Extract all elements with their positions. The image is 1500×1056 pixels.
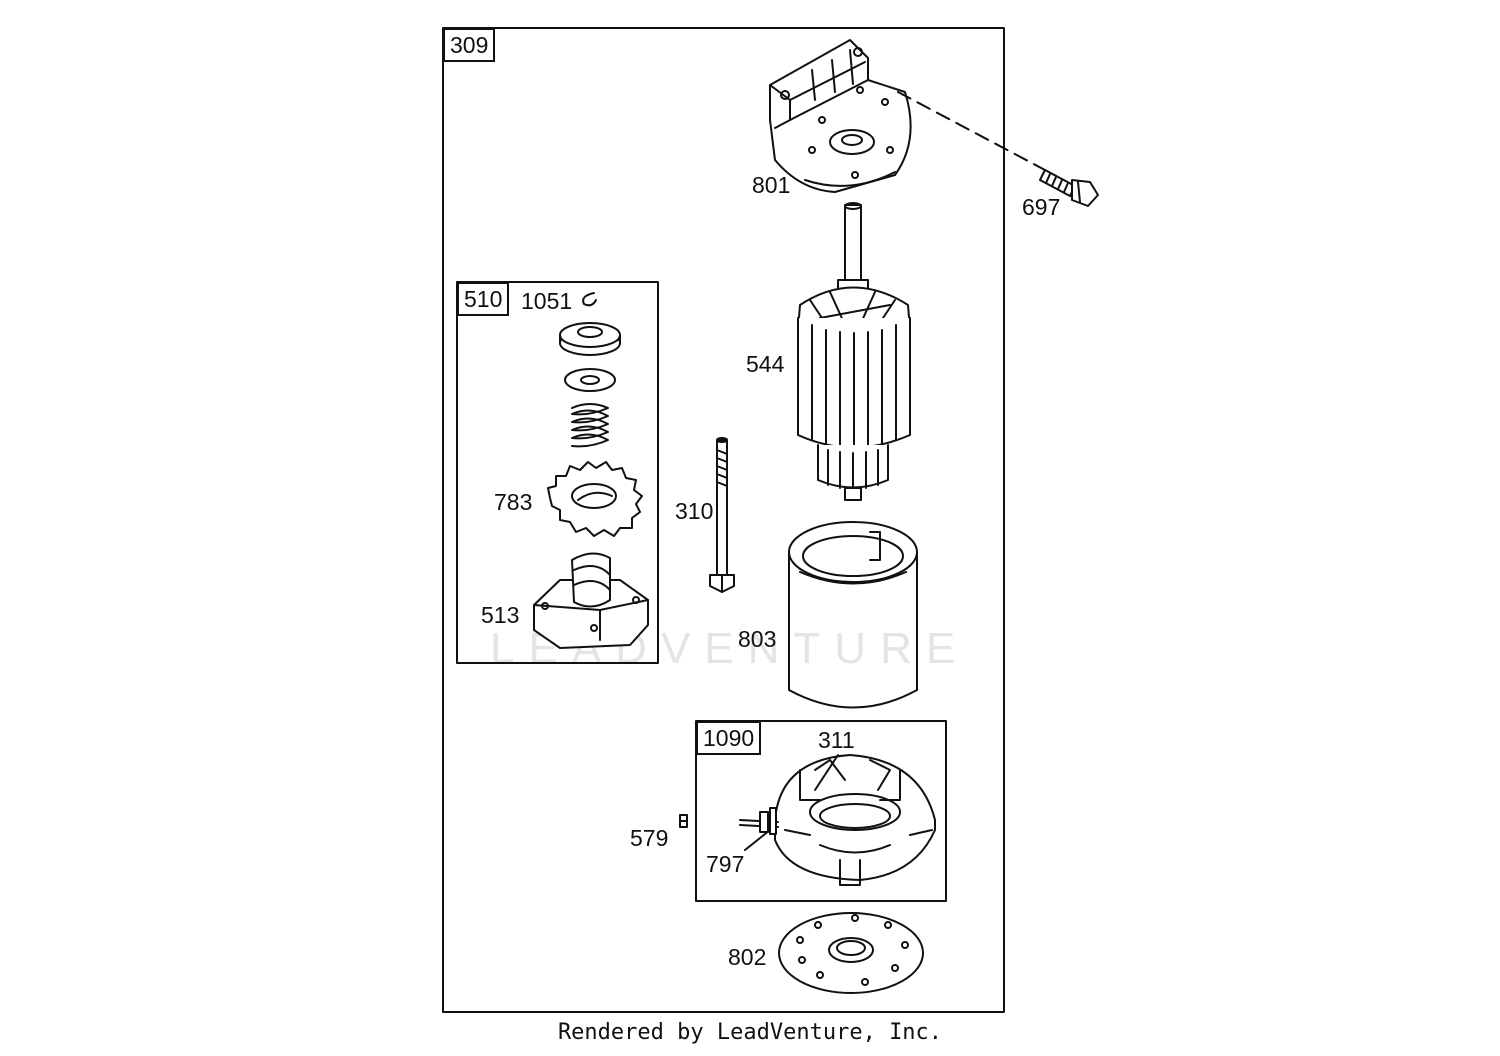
group-box-309 — [442, 27, 1005, 1013]
footer-credit: Rendered by LeadVenture, Inc. — [557, 1020, 943, 1045]
part-label-1051[interactable]: 1051 — [521, 288, 573, 314]
part-1051-clip — [582, 292, 597, 307]
part-label-579[interactable]: 579 — [630, 825, 669, 851]
part-802-end-cap — [778, 912, 924, 994]
part-1090-brush-plate — [774, 754, 936, 886]
part-label-802[interactable]: 802 — [728, 944, 767, 970]
part-label-697[interactable]: 697 — [1022, 194, 1061, 220]
part-803-housing — [788, 521, 918, 709]
part-retainer — [559, 322, 621, 356]
part-310-bolt — [709, 437, 735, 593]
group-label-1090: 1090 — [696, 721, 762, 755]
part-label-783[interactable]: 783 — [494, 489, 533, 515]
group-label-510: 510 — [457, 282, 510, 316]
part-697-screw — [897, 91, 1099, 207]
part-544-armature — [797, 202, 911, 501]
part-801-bracket — [769, 39, 912, 193]
part-label-311[interactable]: 311 — [818, 727, 855, 753]
part-label-797[interactable]: 797 — [706, 851, 745, 877]
part-washer — [564, 368, 616, 392]
part-label-544[interactable]: 544 — [746, 351, 785, 377]
part-783-pinion-gear — [547, 461, 643, 537]
part-797-terminal — [739, 807, 779, 851]
part-label-803[interactable]: 803 — [738, 626, 777, 652]
part-513-drive-housing — [533, 552, 649, 649]
part-spring — [571, 403, 609, 448]
part-label-801[interactable]: 801 — [752, 172, 791, 198]
part-579-nut — [679, 814, 688, 828]
part-label-310[interactable]: 310 — [675, 498, 714, 524]
group-box-510 — [456, 281, 659, 664]
leader-311 — [814, 754, 839, 791]
part-label-513[interactable]: 513 — [481, 602, 520, 628]
group-label-309: 309 — [443, 28, 496, 62]
group-box-1090 — [695, 720, 947, 902]
